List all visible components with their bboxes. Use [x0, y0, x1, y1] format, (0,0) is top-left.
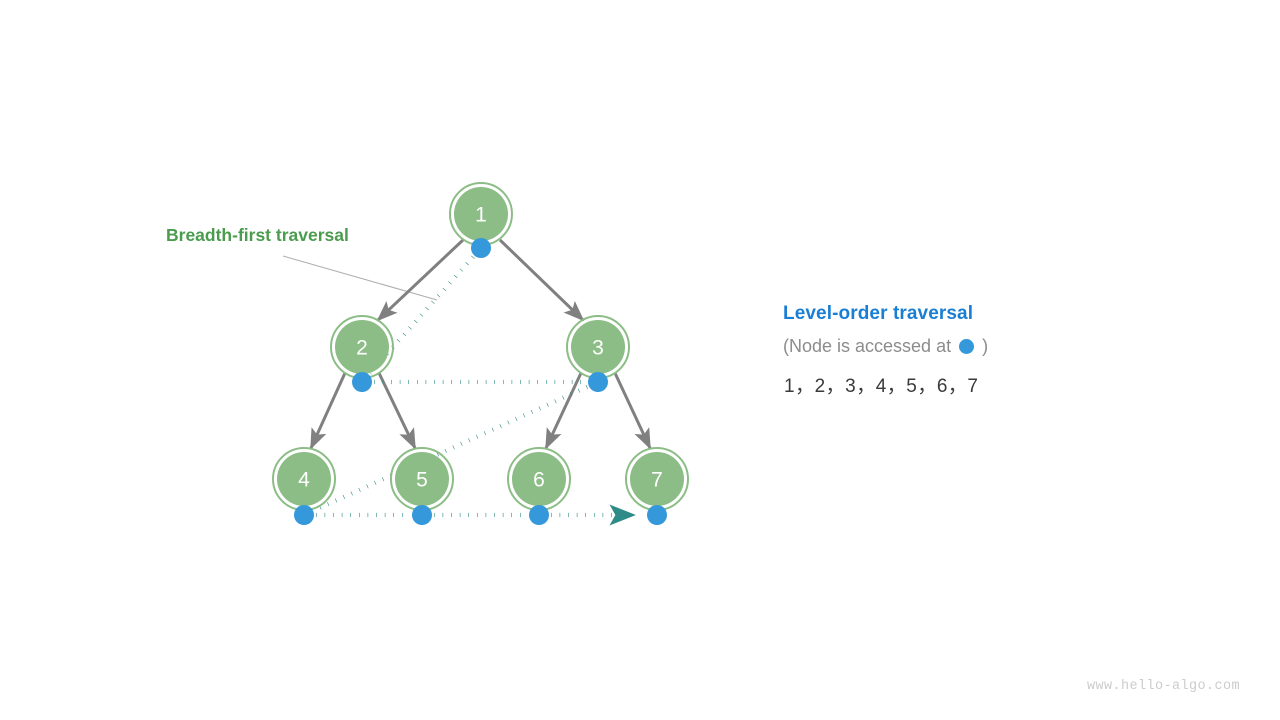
node-value-label: 2 [356, 337, 368, 360]
tree-edges [309, 238, 652, 450]
tree-edge-n1-n2 [376, 238, 465, 322]
tree-edge-n1-n3 [498, 238, 585, 322]
node-value-label: 6 [533, 469, 545, 492]
node-value-label: 5 [416, 469, 428, 492]
tree-node-3: 3 [566, 315, 630, 379]
tree-edge-n2-n5 [377, 372, 417, 450]
panel-note-prefix: (Node is accessed at [783, 336, 957, 356]
visit-dot-1 [471, 238, 491, 258]
visit-dot-icon [959, 339, 975, 354]
node-value-label: 3 [592, 337, 604, 360]
visit-dot-6 [529, 505, 549, 525]
node-circle [454, 187, 508, 241]
node-circle [335, 320, 389, 374]
panel-heading: Level-order traversal [783, 303, 974, 324]
panel-note-suffix: ) [977, 336, 989, 356]
node-circle [512, 452, 566, 506]
watermark: www.hello-algo.com [1086, 679, 1240, 694]
visit-dots [294, 238, 667, 525]
tree-edge-n2-n4 [309, 372, 347, 450]
node-circle [277, 452, 331, 506]
tree-edge-n3-n6 [544, 372, 583, 450]
panel-note: (Node is accessed at ) [783, 336, 1203, 357]
visit-dot-5 [412, 505, 432, 525]
node-circle [395, 452, 449, 506]
node-circle [571, 320, 625, 374]
visit-dot-3 [588, 372, 608, 392]
node-value-label: 1 [475, 204, 487, 227]
node-value-label: 7 [651, 469, 663, 492]
tree-node-6: 6 [507, 447, 571, 511]
breadth-first-traversal-label: Breadth-first traversal [166, 225, 349, 245]
visit-dot-4 [294, 505, 314, 525]
legend-panel: Level-order traversal (Node is accessed … [783, 303, 1203, 398]
leader-line [282, 255, 438, 301]
tree-node-5: 5 [390, 447, 454, 511]
tree-node-7: 7 [625, 447, 689, 511]
node-value-label: 4 [298, 469, 310, 492]
tree-node-1: 1 [449, 182, 513, 246]
tree-edge-n3-n7 [613, 372, 652, 450]
traversal-sequence: 1，2，3，4，5，6，7 [784, 376, 979, 397]
tree-node-4: 4 [272, 447, 336, 511]
visit-dot-2 [352, 372, 372, 392]
node-circle [630, 452, 684, 506]
visit-dot-7 [647, 505, 667, 525]
tree-node-2: 2 [330, 315, 394, 379]
